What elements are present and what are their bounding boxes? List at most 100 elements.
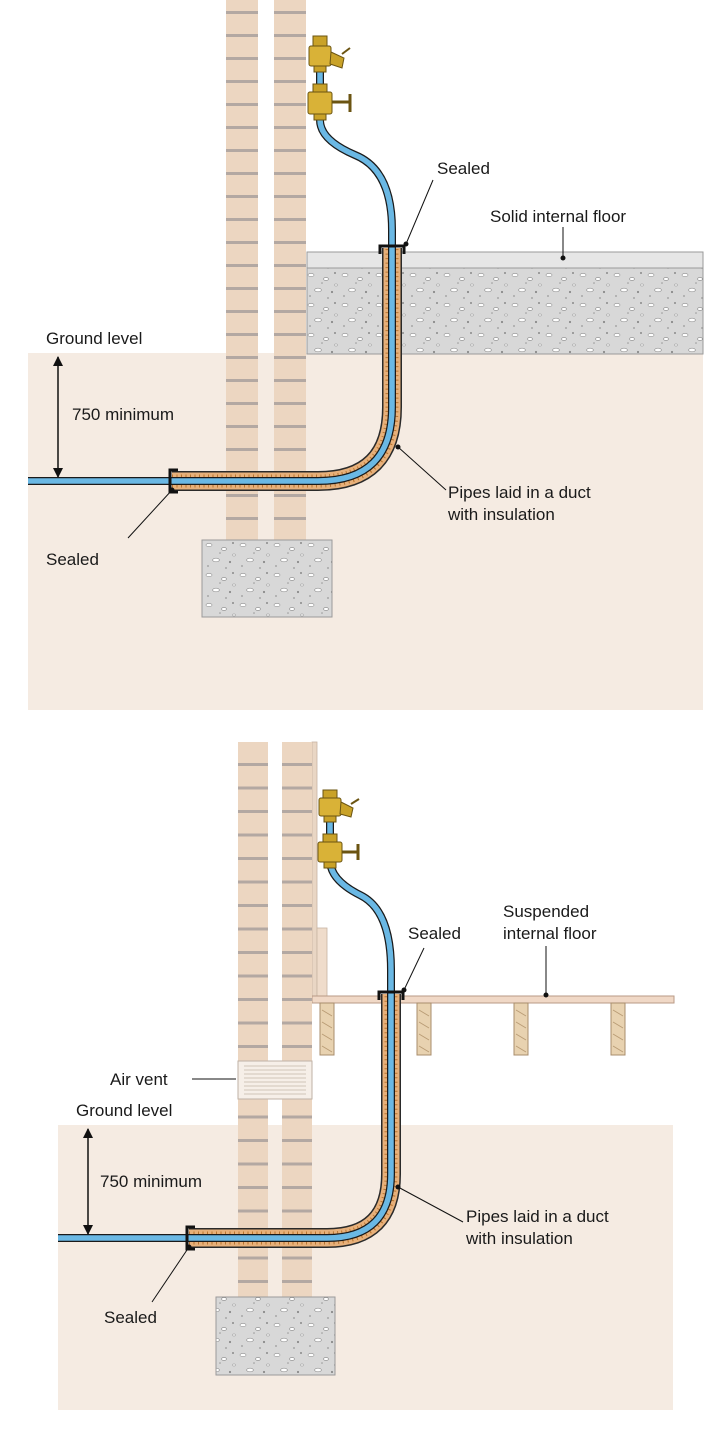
leader-dot <box>395 444 401 450</box>
mortar-joint <box>238 857 268 860</box>
mortar-joint <box>238 951 268 954</box>
mortar-joint <box>282 1186 312 1189</box>
mortar-joint <box>226 80 258 83</box>
mortar-joint <box>226 57 258 60</box>
mortar-joint <box>238 1256 268 1260</box>
seal-top <box>378 244 406 254</box>
mortar-joint <box>226 103 258 106</box>
label-sealed-bottom: Sealed <box>46 550 99 569</box>
mortar-joint <box>274 80 306 83</box>
label-sealed-top: Sealed <box>408 924 461 943</box>
label-floor-line2: internal floor <box>503 924 597 943</box>
mortar-joint <box>226 126 258 129</box>
floor-screed <box>306 251 704 269</box>
leader-dot <box>560 255 566 261</box>
mortar-joint <box>282 880 312 884</box>
depth-arrow-top <box>83 1128 93 1138</box>
seal-bottom <box>185 1225 195 1251</box>
foundation-footing <box>201 539 333 618</box>
mortar-joint <box>238 1280 268 1283</box>
mortar-joint <box>226 517 258 520</box>
mortar-joint <box>238 1139 268 1142</box>
joist-grain <box>321 1021 333 1029</box>
skirting-board <box>316 927 328 997</box>
mortar-joint <box>226 402 258 405</box>
mortar-joint <box>238 763 268 766</box>
label-duct-line2: with insulation <box>465 1229 573 1248</box>
mortar-joint <box>282 904 312 907</box>
mortar-joint <box>274 149 306 152</box>
mortar-joint <box>238 927 268 931</box>
mortar-joint <box>274 310 306 313</box>
label-duct-line1: Pipes laid in a duct <box>448 483 591 502</box>
mortar-joint <box>274 103 306 106</box>
diagram-suspended-floor: Suspended internal floor Sealed Air vent… <box>58 741 675 1410</box>
label-depth: 750 minimum <box>100 1172 202 1191</box>
joist-grain <box>321 1033 333 1041</box>
mortar-joint <box>282 1209 312 1213</box>
leader-dot <box>401 987 407 993</box>
label-duct-line1: Pipes laid in a duct <box>466 1207 609 1226</box>
mortar-joint <box>226 172 258 175</box>
label-ground-level: Ground level <box>46 329 142 348</box>
mortar-joint <box>274 172 306 175</box>
leader-sealed-bottom <box>127 489 173 539</box>
label-ground-level: Ground level <box>76 1101 172 1120</box>
water-pipe-core <box>28 40 395 484</box>
joist-grain <box>515 1045 527 1053</box>
floor-slab <box>306 267 704 355</box>
mortar-joint <box>274 356 306 359</box>
joist-grain <box>612 1033 624 1041</box>
mortar-joint <box>282 998 312 1001</box>
mortar-joint <box>274 448 306 451</box>
mortar-joint <box>226 425 258 428</box>
joist-grain <box>418 1021 430 1029</box>
water-pipe-core <box>58 790 394 1241</box>
suspended-floor-board <box>311 995 675 1004</box>
mortar-joint <box>226 494 258 497</box>
label-air-vent: Air vent <box>110 1070 168 1089</box>
mortar-joint <box>282 1280 312 1283</box>
leader-dot <box>403 241 409 247</box>
floor-joist <box>416 1002 432 1056</box>
mortar-joint <box>282 974 312 978</box>
floor-joist <box>319 1002 335 1056</box>
seal-bottom <box>168 468 178 494</box>
mortar-joint <box>238 998 268 1001</box>
floor-joist <box>513 1002 529 1056</box>
mortar-joint <box>238 1209 268 1213</box>
mortar-joint <box>282 833 312 837</box>
mortar-joint <box>274 333 306 336</box>
mortar-joint <box>238 1115 268 1119</box>
depth-arrow-bottom <box>83 1225 93 1235</box>
brick-mortar-lines <box>238 763 312 1283</box>
diagram-solid-floor: Sealed Solid internal floor Ground level… <box>28 0 704 710</box>
mortar-joint <box>226 241 258 244</box>
air-vent <box>237 1060 313 1100</box>
mortar-joint <box>282 1021 312 1025</box>
label-duct-line2: with insulation <box>447 505 555 524</box>
mortar-joint <box>238 904 268 907</box>
leader-sealed-bottom <box>151 1246 190 1303</box>
mortar-joint <box>226 34 258 37</box>
depth-arrow-top <box>53 356 63 366</box>
mortar-joint <box>274 287 306 290</box>
mortar-joint <box>226 356 258 359</box>
mortar-joint <box>282 763 312 766</box>
leader-duct <box>397 446 447 491</box>
joist-grain <box>612 1021 624 1029</box>
mortar-joint <box>274 402 306 405</box>
joist-grain <box>612 1009 624 1017</box>
mortar-joint <box>282 810 312 813</box>
mortar-joint <box>238 786 268 790</box>
drain-valve-icon <box>308 35 351 73</box>
floor-joists <box>319 1002 626 1056</box>
drain-valve-icon <box>318 789 360 823</box>
mortar-joint <box>226 195 258 198</box>
leader-dot <box>543 992 549 998</box>
joist-grain <box>515 1033 527 1041</box>
mortar-joint <box>226 11 258 14</box>
mortar-joint <box>226 333 258 336</box>
mortar-joint <box>274 34 306 37</box>
mortar-joint <box>274 241 306 244</box>
